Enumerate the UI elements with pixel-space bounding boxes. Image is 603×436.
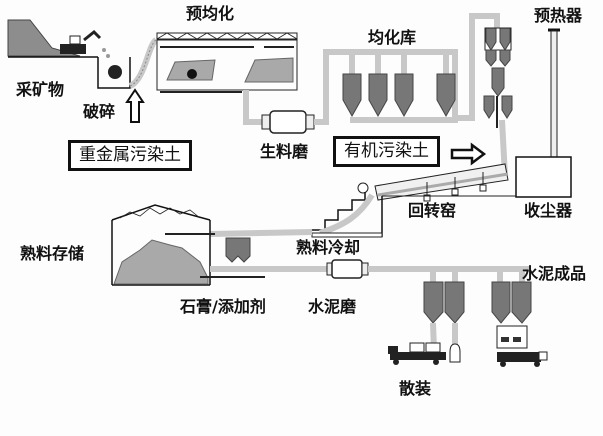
label-pre-homogenization: 预均化 bbox=[186, 4, 235, 23]
dust-collector-box bbox=[515, 156, 572, 198]
packaging-truck-icon bbox=[496, 325, 548, 367]
label-raw-mill: 生料磨 bbox=[260, 142, 309, 161]
gypsum-additive-bins bbox=[225, 237, 251, 263]
label-rotary-kiln: 回转窑 bbox=[408, 201, 457, 220]
pre-homogenization-shed bbox=[156, 32, 298, 93]
silo bbox=[436, 52, 456, 118]
label-cement-mill: 水泥磨 bbox=[308, 297, 357, 316]
excavator-icon bbox=[60, 29, 102, 54]
rotary-kiln bbox=[357, 163, 516, 202]
label-clinker-cooling: 熟料冷却 bbox=[296, 238, 361, 257]
conveyor-homogenization bbox=[314, 49, 458, 125]
label-clinker-storage: 熟料存储 bbox=[20, 244, 85, 263]
conveyor-to-clinker-storage bbox=[209, 229, 313, 237]
input-heavy-metal-soil-box: 重金属污染土 bbox=[68, 140, 192, 171]
label-bulk: 散装 bbox=[399, 379, 432, 398]
exhaust-stack bbox=[548, 28, 560, 159]
label-cement-product: 水泥成品 bbox=[522, 264, 587, 283]
preheater-tower bbox=[483, 27, 513, 128]
label-dust-collector: 收尘器 bbox=[524, 201, 573, 220]
label-preheater: 预热器 bbox=[534, 6, 583, 25]
clinker-cooler bbox=[310, 192, 383, 238]
label-gypsum-additive: 石膏/添加剂 bbox=[180, 297, 266, 316]
bulk-truck-icon bbox=[388, 342, 461, 365]
crusher bbox=[97, 48, 131, 89]
label-homogenization-silo: 均化库 bbox=[368, 28, 417, 47]
label-crushing: 破碎 bbox=[83, 102, 116, 121]
conveyor-crusher bbox=[128, 37, 159, 89]
homogenization-silos bbox=[342, 52, 456, 118]
silo bbox=[342, 52, 362, 118]
silo bbox=[394, 52, 414, 118]
conveyor-to-raw-mill bbox=[243, 90, 262, 125]
input-organic-soil-box: 有机污染土 bbox=[333, 136, 440, 167]
conveyor-to-preheater bbox=[455, 13, 500, 121]
raw-mill bbox=[261, 110, 315, 134]
silo bbox=[368, 52, 388, 118]
clinker-storage-shed bbox=[111, 204, 265, 286]
label-mining: 采矿物 bbox=[16, 80, 65, 99]
cement-mill bbox=[326, 259, 369, 279]
right-arrow-icon bbox=[450, 142, 487, 166]
up-arrow-icon bbox=[125, 88, 145, 123]
cement-product-silos bbox=[423, 269, 532, 351]
